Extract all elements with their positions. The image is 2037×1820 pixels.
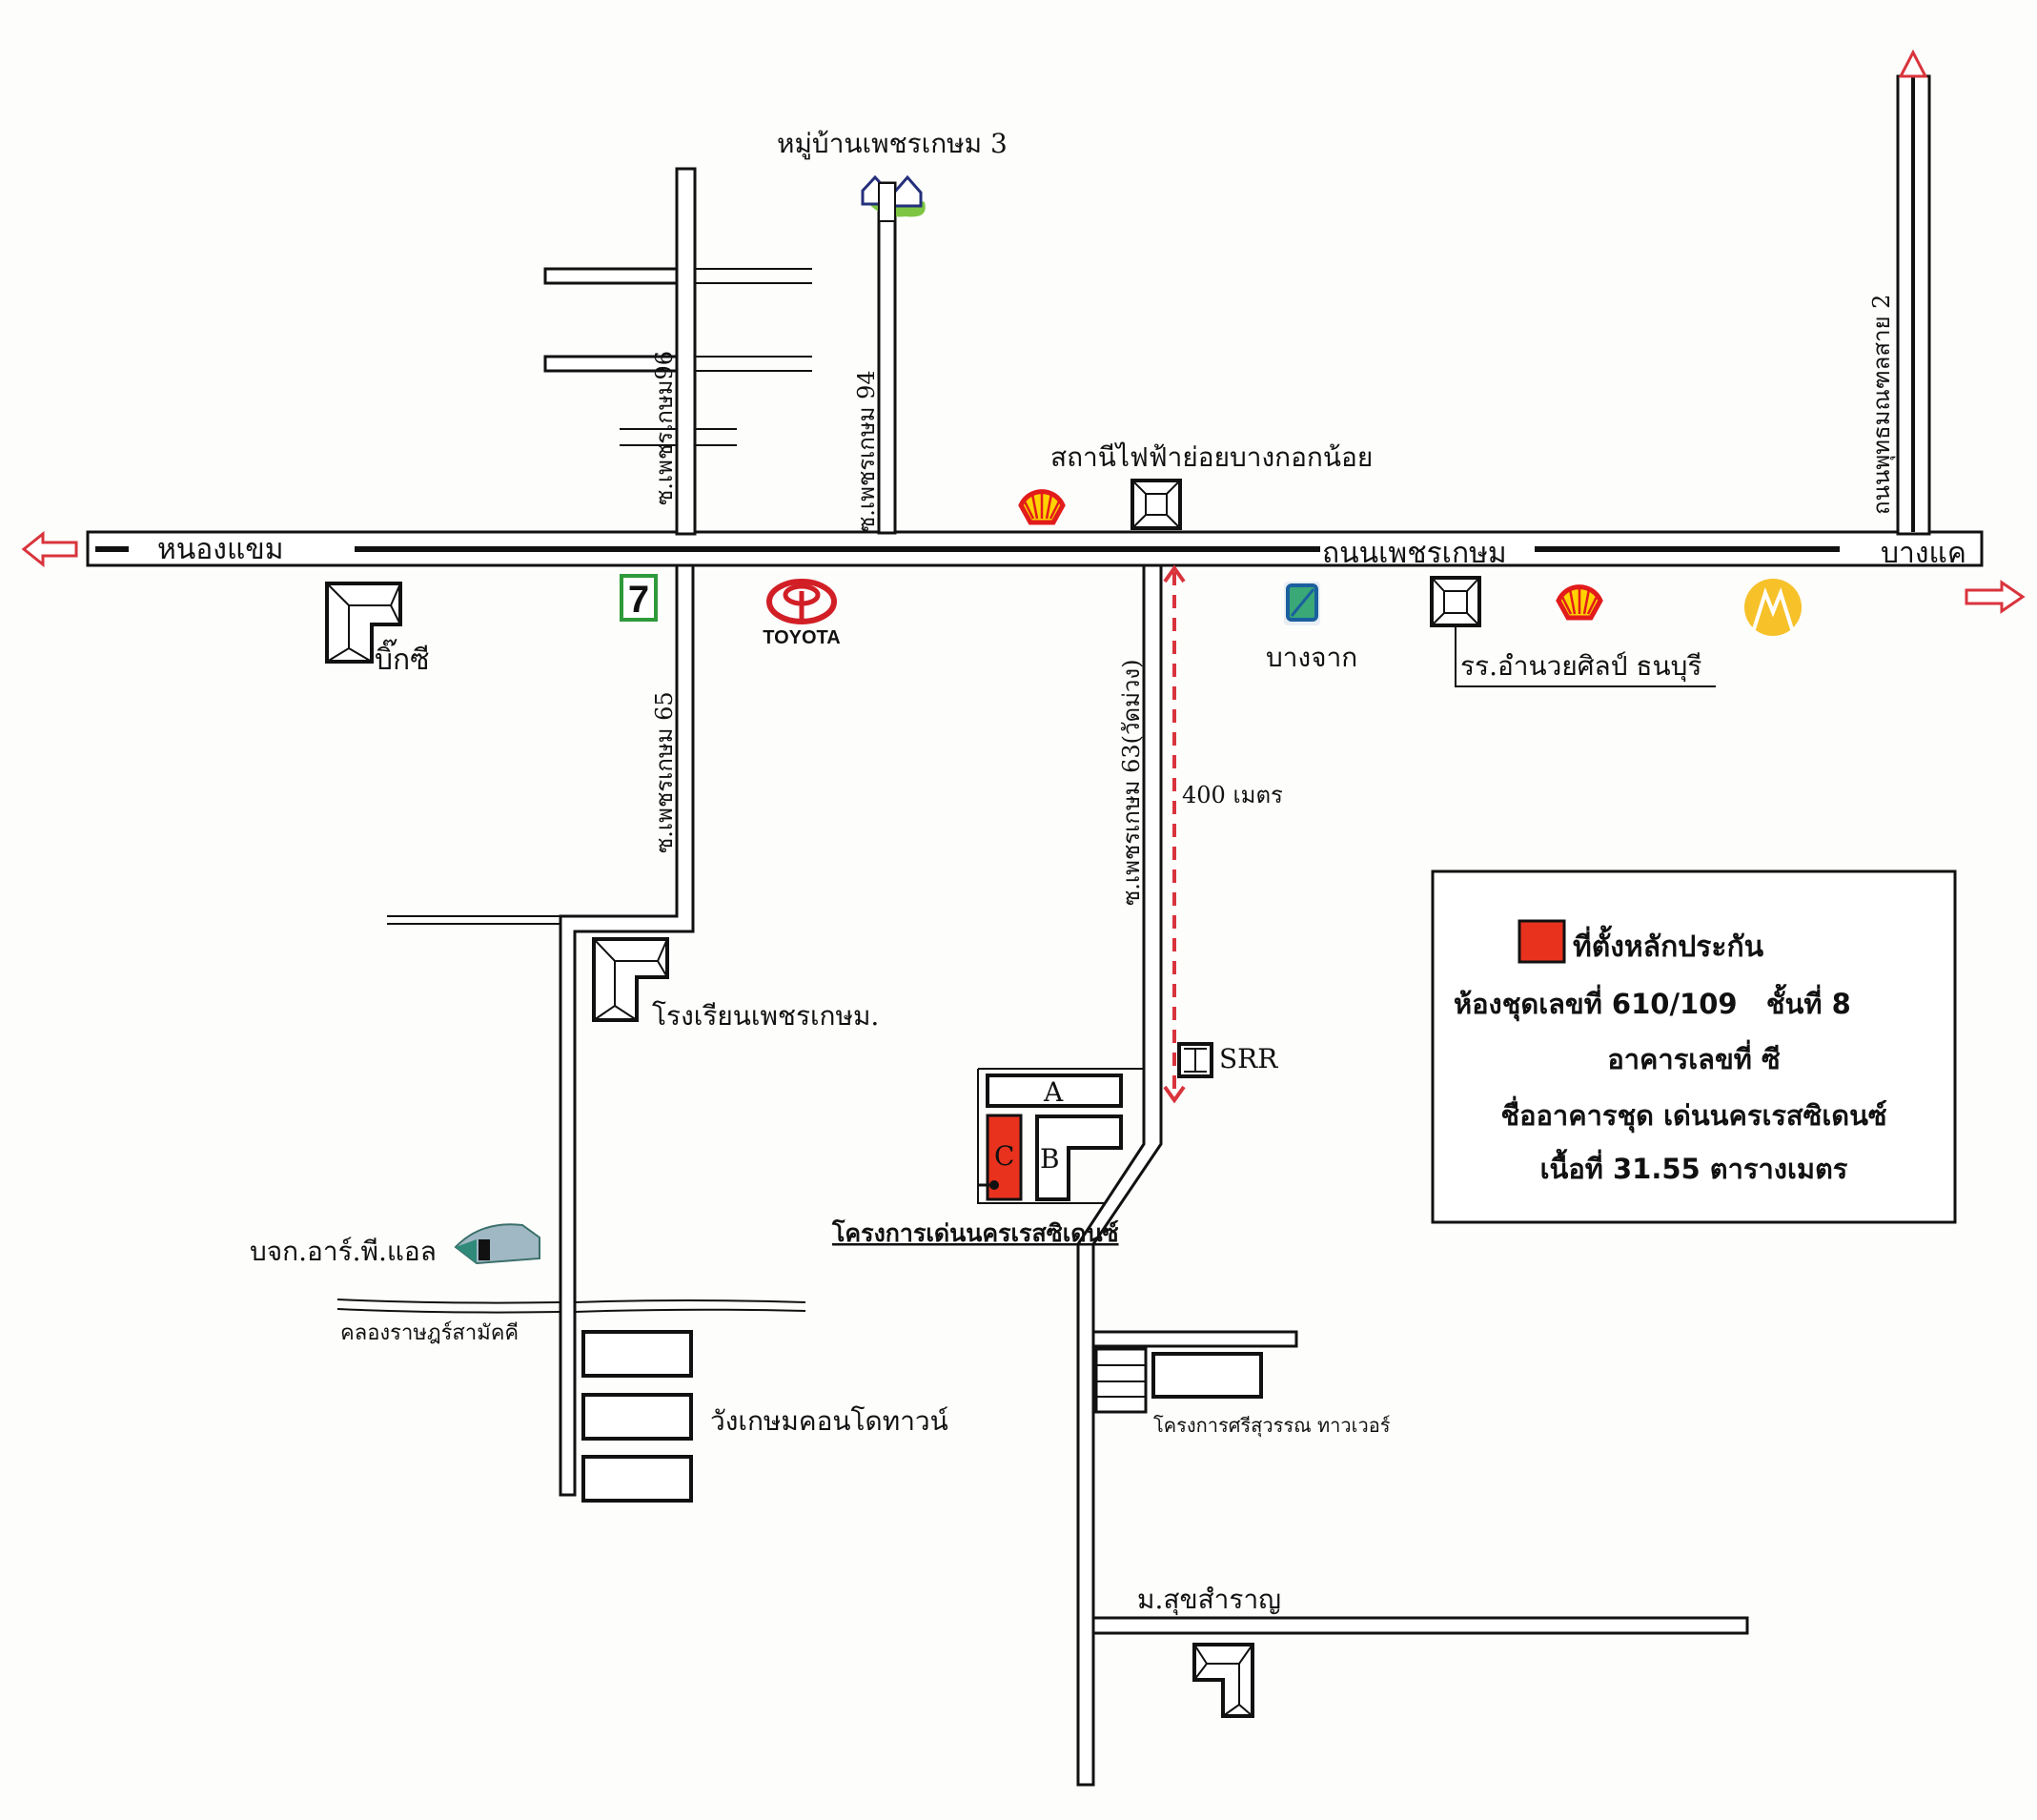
school-building-icon (1430, 576, 1716, 687)
soi-96-road (543, 167, 812, 536)
main-road-label: ถนนเพชรเกษม (1322, 537, 1507, 570)
project-compound: A C B (977, 1068, 1144, 1204)
west-arrow (21, 530, 78, 568)
distance-arrow (1163, 564, 1186, 1104)
bangchak-label: บางจาก (1266, 642, 1357, 673)
canal (336, 1299, 806, 1314)
main-road (86, 530, 1984, 567)
substation-label: สถานีไฟฟ้าย่อยบางกอกน้อย (1050, 441, 1373, 473)
legend-building-number: อาคารเลขที่ ซี (1607, 1039, 1780, 1075)
phetkasem-school-label: โรงเรียนเพชรเกษม. (652, 1000, 879, 1032)
wangkasem-label: วังเกษมคอนโดทาวน์ (710, 1405, 948, 1437)
building-a (986, 1074, 1123, 1108)
substation-building-icon (1131, 479, 1182, 530)
seven-eleven-logo-icon: 7 (620, 574, 658, 622)
phutthamonthon-road (1896, 74, 1931, 536)
shell-logo-icon (1018, 489, 1066, 525)
canal-label: คลองราษฎร์สามัคคี (340, 1321, 519, 1345)
legend-area: เนื้อที่ 31.55 ตารางเมตร (1540, 1148, 1848, 1185)
shell-logo-icon (1556, 584, 1603, 621)
wangkasem-buildings (581, 1330, 693, 1503)
soi-65-label: ซ.เพชรเกษม 65 (651, 691, 678, 853)
school-amnuay-label: รร.อำนวยศิลป์ ธนบุรี (1460, 650, 1701, 683)
east-arrow (1965, 580, 2026, 614)
building-c-label: C (994, 1140, 1014, 1172)
soi-63-label: ซ.เพชรเกษม 63(วัดม่วง) (1118, 660, 1145, 906)
legend-title: ที่ตั้งหลักประกัน (1573, 925, 1764, 964)
soi-65-road (387, 563, 695, 1497)
srr-building-icon (1177, 1042, 1213, 1078)
srisuwan-label: โครงการศรีสุวรรณ ทาวเวอร์ (1153, 1414, 1391, 1438)
srisuwan-buildings (1094, 1347, 1263, 1414)
warehouse-icon (454, 1223, 540, 1265)
distance-label: 400 เมตร (1182, 782, 1283, 808)
building-b (1035, 1114, 1123, 1201)
legend-box: ที่ตั้งหลักประกัน ห้องชุดเลขที่ 610/109 … (1431, 869, 1957, 1224)
phutthamonthon-label: ถนนพุทธมณฑลสาย 2 (1868, 295, 1896, 515)
legend-marker (1518, 919, 1566, 964)
srr-label: SRR (1219, 1043, 1278, 1074)
building-b-label: B (1040, 1143, 1060, 1175)
krungsri-logo-icon (1744, 579, 1802, 636)
soi-96-label: ซ.เพชรเกษม96 (651, 351, 678, 505)
soi-94-label: ซ.เพชรเกษม 94 (853, 370, 880, 532)
west-direction-label: หนองแขม (157, 533, 284, 566)
project-label: โครงการเด่นนครเรสซิเดนซ์ (831, 1218, 1119, 1247)
suksamran-building-icon (1192, 1643, 1254, 1718)
north-arrow (1898, 49, 1928, 78)
east-direction-label: บางแค (1881, 537, 1966, 570)
svg-text:TOYOTA: TOYOTA (763, 627, 840, 648)
toyota-logo-icon: TOYOTA (763, 579, 841, 648)
village-label: หมู่บ้านเพชรเกษม 3 (777, 128, 1008, 160)
svg-text:7: 7 (628, 579, 649, 621)
bangchak-logo-icon (1284, 582, 1320, 625)
soi-94-road (877, 181, 897, 535)
phetkasem-school-building-icon (592, 937, 669, 1022)
bigc-building-icon (325, 582, 402, 664)
rpl-label: บจก.อาร์.พี.แอล (250, 1236, 437, 1267)
building-a-label: A (1043, 1076, 1064, 1108)
soi-63-road (1076, 563, 1749, 1787)
suksamran-label: ม.สุขสำราญ (1137, 1584, 1281, 1616)
bigc-label: บิ๊กซี (375, 639, 430, 677)
village-icon (861, 174, 926, 222)
legend-unit-number: ห้องชุดเลขที่ 610/109 ชั้นที่ 8 (1454, 983, 1851, 1021)
legend-building-name: ชื่ออาคารชุด เด่นนครเรสซิเดนซ์ (1500, 1095, 1886, 1133)
